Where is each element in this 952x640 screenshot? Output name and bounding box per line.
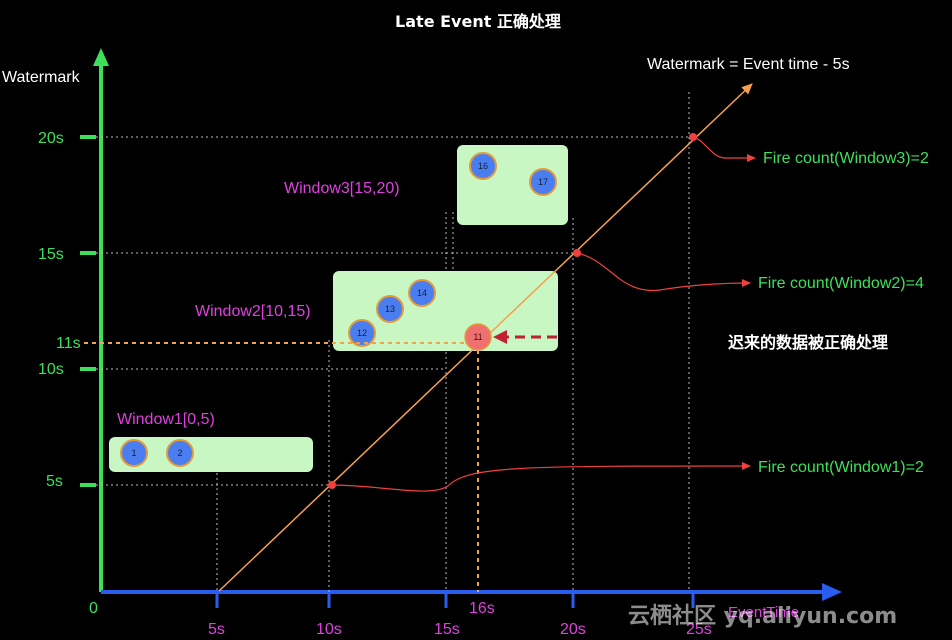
svg-text:1: 1 (131, 448, 136, 458)
svg-text:16: 16 (478, 161, 488, 171)
x-tick-10s: 10s (316, 621, 342, 638)
y-axis (93, 48, 109, 592)
fire-label-window1: Fire count(Window1)=2 (758, 459, 924, 476)
event-1: 1 (120, 439, 148, 467)
window1-box (109, 437, 313, 472)
x-tick-25s: 25s (686, 621, 712, 638)
svg-text:11: 11 (473, 332, 482, 342)
event-13: 13 (376, 295, 404, 323)
event-17: 17 (529, 168, 557, 196)
fire-label-window2: Fire count(Window2)=4 (758, 275, 924, 292)
fire-curve-window3 (692, 136, 756, 162)
y-tick-5s: 5s (46, 473, 63, 490)
y-ticks (80, 135, 96, 487)
x-tick-5s: 5s (208, 621, 225, 638)
event-16: 16 (469, 152, 497, 180)
event-12: 12 (348, 319, 376, 347)
svg-text:17: 17 (538, 177, 548, 187)
site-watermark: 云栖社区 yq.aliyun.com (628, 603, 897, 629)
y-tick-20s: 20s (38, 130, 64, 147)
x-axis-label: EventTime (728, 604, 799, 621)
event-14: 14 (408, 279, 436, 307)
svg-text:14: 14 (417, 288, 427, 298)
event-2: 2 (166, 439, 194, 467)
y-tick-10s: 10s (38, 361, 64, 378)
svg-text:12: 12 (357, 328, 367, 338)
event-11-late: 11 (464, 323, 492, 351)
y-tick-15s: 15s (38, 246, 64, 263)
diagram-title: Late Event 正确处理 (395, 12, 561, 31)
window2-label: Window2[10,15) (195, 303, 311, 320)
late-event-guides (84, 342, 479, 592)
x-axis (101, 583, 842, 601)
x-tick-16s: 16s (469, 600, 495, 617)
svg-text:2: 2 (177, 448, 182, 458)
formula-label: Watermark = Event time - 5s (647, 56, 850, 73)
y-tick-11s: 11s (56, 335, 81, 352)
window3-label: Window3[15,20) (284, 180, 400, 197)
y-axis-label: Watermark (2, 69, 81, 86)
fire-curve-window1 (331, 462, 751, 492)
late-event-note: 迟来的数据被正确处理 (728, 333, 888, 352)
window1-label: Window1[0,5) (117, 411, 215, 428)
svg-text:13: 13 (385, 304, 395, 314)
x-tick-15s: 15s (434, 621, 460, 638)
origin-label: 0 (89, 600, 98, 617)
fire-curve-window2 (576, 252, 751, 292)
x-tick-20s: 20s (560, 621, 586, 638)
x-ticks (215, 594, 695, 608)
fire-label-window3: Fire count(Window3)=2 (763, 150, 929, 167)
